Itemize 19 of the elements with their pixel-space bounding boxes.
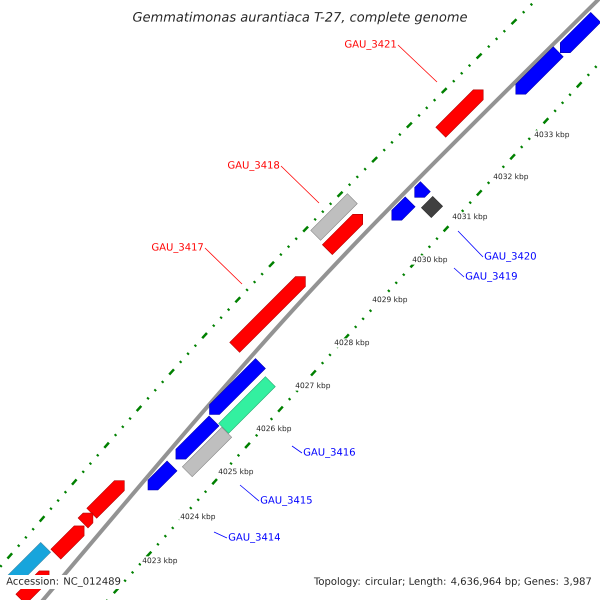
leader-line xyxy=(214,532,228,538)
leader-line xyxy=(454,268,464,278)
gene-label: GAU_3415 xyxy=(260,496,312,506)
gene-label: GAU_3414 xyxy=(228,533,280,543)
leader-line xyxy=(280,166,320,204)
gene-label: GAU_3420 xyxy=(484,252,536,262)
leader-line xyxy=(292,446,302,454)
leader-line xyxy=(204,248,242,284)
leader-line xyxy=(398,44,438,82)
accession-text: Accession: NC_012489 xyxy=(4,575,123,589)
gene-label: GAU_3421 xyxy=(345,40,396,50)
gene-label: GAU_3417 xyxy=(152,243,203,253)
gene-label: GAU_3416 xyxy=(304,448,355,458)
title: Gemmatimonas aurantiaca T-27, complete genome xyxy=(133,12,467,24)
genome-info-text: Topology: circular; Length: 4,636,964 bp; Genes: 3,987 xyxy=(312,575,594,589)
gene-label: GAU_3418 xyxy=(228,161,280,171)
gene-label: GAU_3419 xyxy=(466,272,517,282)
leader-line xyxy=(240,484,260,502)
leader-line xyxy=(458,230,484,258)
